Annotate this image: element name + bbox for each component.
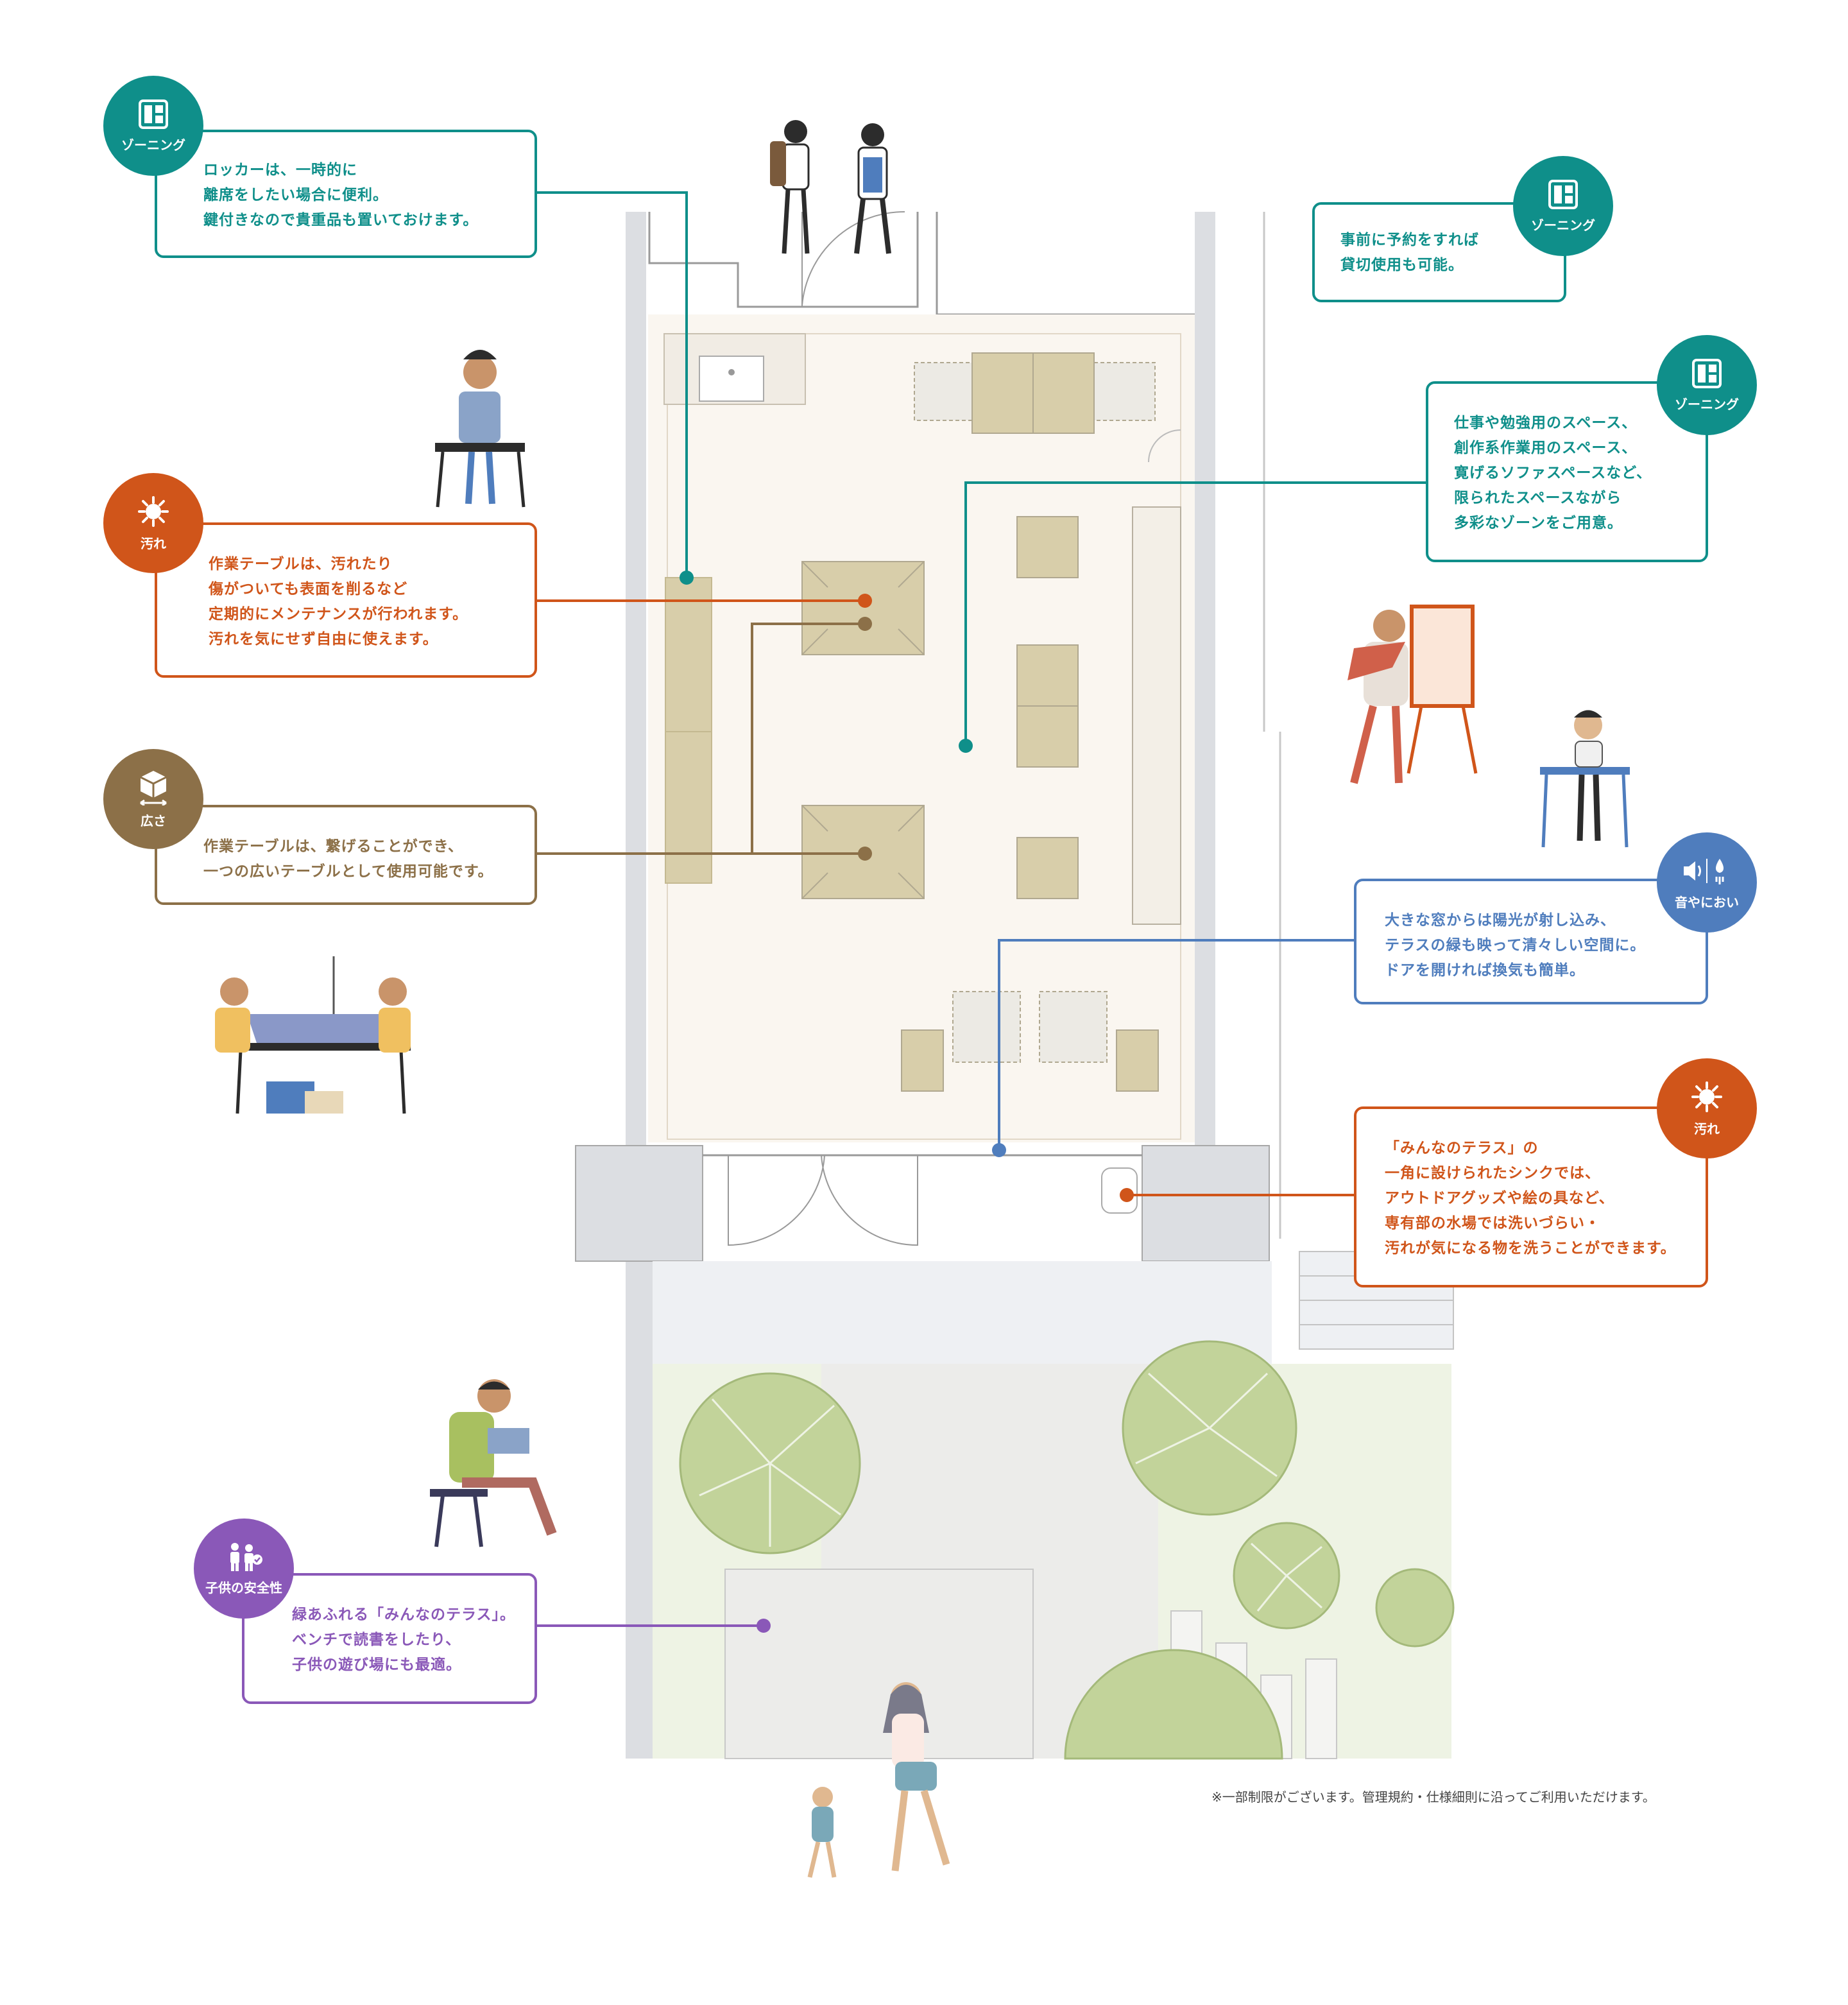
badge-space: 広さ	[103, 749, 203, 849]
mother-and-child	[807, 1682, 950, 1878]
connector-lines	[536, 191, 1428, 1627]
work-table-1	[801, 561, 925, 655]
work-table-2	[801, 805, 925, 899]
callout-line: 鍵付きなので貴重品も置いておけます。	[203, 212, 479, 228]
callout-line: 寛げるソファスペースなど、	[1454, 465, 1652, 481]
callout-line: 事前に予約をすれば	[1340, 232, 1479, 248]
zoning-icon	[1692, 358, 1722, 388]
callout-terrace: 緑あふれる「みんなのテラス」。 ベンチで読書をしたり、 子供の遊び場にも最適。	[242, 1573, 537, 1704]
callout-line: 「みんなのテラス」の	[1385, 1140, 1539, 1157]
people-building-boat	[215, 956, 411, 1114]
callout-line: 専有部の水場では洗いづらい・	[1385, 1215, 1600, 1232]
entrance	[648, 211, 1195, 316]
badge-zoning-locker: ゾーニング	[103, 76, 203, 176]
sound-smell-icon	[1684, 858, 1724, 884]
interior-floor	[648, 314, 1195, 1142]
people-at-entrance	[770, 120, 891, 254]
splat-icon	[138, 495, 169, 527]
box-size-icon	[140, 770, 167, 805]
callout-line: 貸切使用も可能。	[1340, 257, 1464, 273]
badge-label: 広さ	[141, 813, 166, 829]
callout-work-table-dirt: 作業テーブルは、汚れたり 傷がついても表面を削るなど 定期的にメンテナンスが行わ…	[155, 522, 537, 678]
callout-line: アウトドアグッズや絵の具など、	[1385, 1190, 1614, 1207]
callout-line: 限られたスペースながら	[1454, 490, 1622, 506]
badge-zoning-reservation: ゾーニング	[1513, 156, 1613, 256]
sofa	[1132, 506, 1181, 925]
callout-sink: 「みんなのテラス」の 一角に設けられたシンクでは、 アウトドアグッズや絵の具など…	[1354, 1106, 1708, 1287]
badge-label: 汚れ	[1694, 1121, 1720, 1137]
top-desk	[914, 352, 1156, 434]
study-desks	[901, 516, 1159, 1092]
badge-label: ゾーニング	[121, 137, 185, 153]
person-reading	[430, 1379, 557, 1547]
badge-label: 汚れ	[141, 535, 166, 551]
callout-locker: ロッカーは、一時的に 離席をしたい場合に便利。 鍵付きなので貴重品も置いておけま…	[155, 130, 537, 258]
callout-line: 作業テーブルは、汚れたり	[209, 556, 393, 572]
badge-label: 子供の安全性	[205, 1579, 282, 1596]
front-facade	[575, 1145, 1270, 1262]
badge-label: ゾーニング	[1675, 396, 1739, 412]
callout-line: 緑あふれる「みんなのテラス」。	[292, 1606, 516, 1623]
badge-sound-smell: 音やにおい	[1657, 832, 1757, 933]
callout-line: ロッカーは、一時的に	[203, 162, 357, 178]
person-electronics	[1540, 710, 1630, 848]
pavement	[653, 1261, 1272, 1364]
callout-line: 定期的にメンテナンスが行われます。	[209, 606, 468, 623]
callout-line: 汚れを気にせず自由に使えます。	[209, 631, 438, 648]
callout-line: 作業テーブルは、繋げることができ、	[203, 838, 464, 855]
locker-bank	[665, 577, 712, 884]
splat-icon	[1691, 1081, 1722, 1112]
callout-reservation: 事前に予約をすれば 貸切使用も可能。	[1312, 202, 1566, 302]
callout-line: ベンチで読書をしたり、	[292, 1631, 461, 1648]
building-shell	[626, 212, 1281, 1759]
stairs	[1299, 1251, 1454, 1350]
badge-dirt-table: 汚れ	[103, 473, 203, 573]
callout-window: 大きな窓からは陽光が射し込み、 テラスの緑も映って清々しい空間に。 ドアを開けれ…	[1354, 879, 1708, 1004]
callout-line: ドアを開ければ換気も簡単。	[1385, 962, 1585, 979]
callout-line: 離席をしたい場合に便利。	[203, 187, 388, 203]
connector-dots	[680, 571, 1134, 1633]
callout-line: 汚れが気になる物を洗うことができます。	[1385, 1240, 1676, 1257]
footnote: ※一部制限がございます。管理規約・仕様細則に沿ってご利用いただけます。	[1211, 1789, 1656, 1805]
badge-label: ゾーニング	[1531, 217, 1595, 233]
person-crafting	[435, 350, 526, 508]
callout-zones: 仕事や勉強用のスペース、 創作系作業用のスペース、 寛げるソファスペースなど、 …	[1426, 381, 1708, 562]
person-painting	[1348, 605, 1478, 784]
door-swing-1	[1148, 429, 1181, 463]
callout-line: 子供の遊び場にも最適。	[292, 1656, 461, 1673]
callout-work-table-connect: 作業テーブルは、繋げることができ、 一つの広いテーブルとして使用可能です。	[155, 805, 537, 905]
badge-child-safety: 子供の安全性	[194, 1519, 294, 1619]
badge-label: 音やにおい	[1675, 894, 1739, 910]
callout-line: テラスの緑も映って清々しい空間に。	[1385, 937, 1646, 954]
callout-line: 創作系作業用のスペース、	[1454, 440, 1638, 456]
children-icon	[230, 1542, 262, 1571]
callout-line: 一つの広いテーブルとして使用可能です。	[203, 863, 493, 880]
zoning-icon	[1548, 179, 1578, 209]
badge-dirt-sink: 汚れ	[1657, 1058, 1757, 1158]
tree-veins	[699, 1372, 1323, 1612]
lounge-chairs	[952, 991, 1108, 1063]
callout-line: 傷がついても表面を削るなど	[209, 581, 408, 598]
callout-line: 多彩なゾーンをご用意。	[1454, 515, 1623, 531]
badge-zoning-zones: ゾーニング	[1657, 335, 1757, 435]
zoning-icon	[139, 99, 168, 129]
callout-line: 仕事や勉強用のスペース、	[1454, 415, 1638, 431]
callout-line: 大きな窓からは陽光が射し込み、	[1385, 912, 1616, 929]
callout-line: 一角に設けられたシンクでは、	[1385, 1165, 1600, 1182]
